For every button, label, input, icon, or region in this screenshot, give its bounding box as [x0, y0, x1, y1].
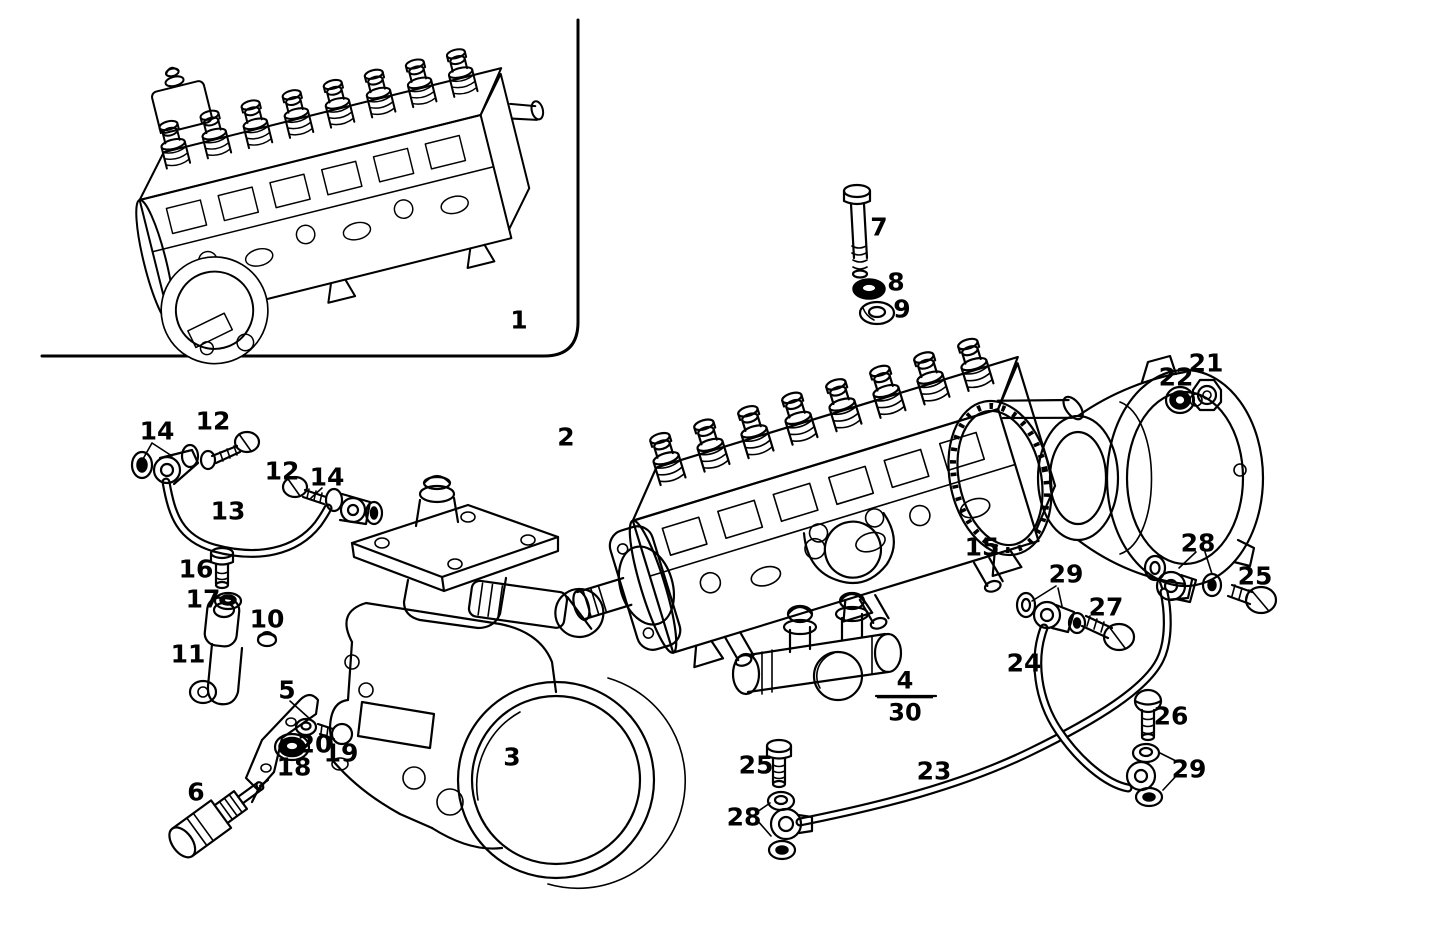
part-15-gasket-ring-drawing [947, 399, 1053, 557]
part-label-22: 22 [1158, 362, 1194, 392]
part-label-19: 19 [323, 738, 359, 768]
part-label-27: 27 [1088, 592, 1124, 622]
part-label-28-b: 28 [726, 802, 762, 832]
part-label-4-30-numerator: 4 [896, 666, 914, 695]
part-18-nut-drawing [273, 732, 311, 762]
part-label-1: 1 [510, 305, 528, 335]
part-9-washer-drawing [858, 300, 896, 326]
part-1-pump-assembly-drawing [100, 0, 584, 365]
part-label-13: 13 [210, 496, 246, 526]
part-21-nut-drawing [1191, 378, 1223, 412]
part-label-18: 18 [276, 752, 312, 782]
part-label-11: 11 [170, 639, 206, 669]
part-label-24: 24 [1006, 648, 1042, 678]
part-label-12-a: 12 [195, 406, 231, 436]
inset-frame-border [40, 18, 580, 358]
part-12-bolt-a-drawing [199, 430, 261, 471]
part-24-pipe-drawing [1033, 623, 1133, 793]
part-28-banjo-b-drawing [756, 790, 814, 861]
part-25-bolt-a-drawing [1226, 583, 1278, 615]
part-10-cap-drawing [256, 631, 278, 648]
part-label-8: 8 [887, 267, 905, 297]
part-14-banjo-fitting-b-drawing [310, 487, 384, 526]
part-label-4-30-bar [877, 695, 933, 699]
part-label-12-b: 12 [264, 456, 300, 486]
part-16-bolt-drawing [209, 546, 235, 590]
part-25-bolt-b-drawing [765, 738, 793, 789]
part-label-23: 23 [916, 756, 952, 786]
part-26-bolt-drawing [1133, 688, 1163, 742]
part-label-10: 10 [249, 604, 285, 634]
part-label-21: 21 [1188, 348, 1224, 378]
part-label-3: 3 [503, 742, 521, 772]
part-label-28-a: 28 [1180, 528, 1216, 558]
part-label-29-b: 29 [1171, 754, 1207, 784]
part-14-banjo-fitting-a-drawing [130, 442, 200, 486]
part-label-7: 7 [870, 212, 888, 242]
part-label-17: 17 [185, 584, 221, 614]
part-label-15: 15 [964, 532, 1000, 562]
part-11-elbow-fitting-drawing [188, 596, 244, 706]
part-7-bolt-drawing [842, 183, 872, 279]
part-4-30-union-drawing [731, 591, 938, 702]
part-6-sensor-drawing [168, 778, 270, 859]
part-label-25-a: 25 [1237, 561, 1273, 591]
part-label-2: 2 [557, 422, 575, 452]
part-label-20: 20 [297, 729, 333, 759]
part-label-14-b: 14 [309, 462, 345, 492]
part-label-25-b: 25 [738, 750, 774, 780]
part-27-bolt-drawing [1080, 614, 1136, 652]
part-label-9: 9 [893, 294, 911, 324]
part-20-washer-drawing [294, 717, 318, 737]
part-23-pipe-drawing [795, 587, 1172, 827]
part-label-4-30-denominator: 30 [888, 698, 922, 727]
part-label-14-a: 14 [139, 416, 175, 446]
part-13-fuel-pipe-drawing [161, 477, 333, 558]
part-28-banjo-a-drawing [1143, 551, 1223, 604]
part-3-feed-pump-drawing [328, 474, 687, 890]
part-label-5: 5 [278, 675, 296, 705]
part-19-bolt-drawing [316, 722, 354, 746]
part-8-washer-drawing [852, 278, 886, 300]
part-label-16: 16 [178, 554, 214, 584]
part-label-6: 6 [187, 777, 205, 807]
part-label-26: 26 [1153, 701, 1189, 731]
part-29-banjo-b-drawing [1125, 742, 1179, 808]
part-29-banjo-a-drawing [1015, 585, 1087, 635]
part-label-29-a: 29 [1048, 559, 1084, 589]
